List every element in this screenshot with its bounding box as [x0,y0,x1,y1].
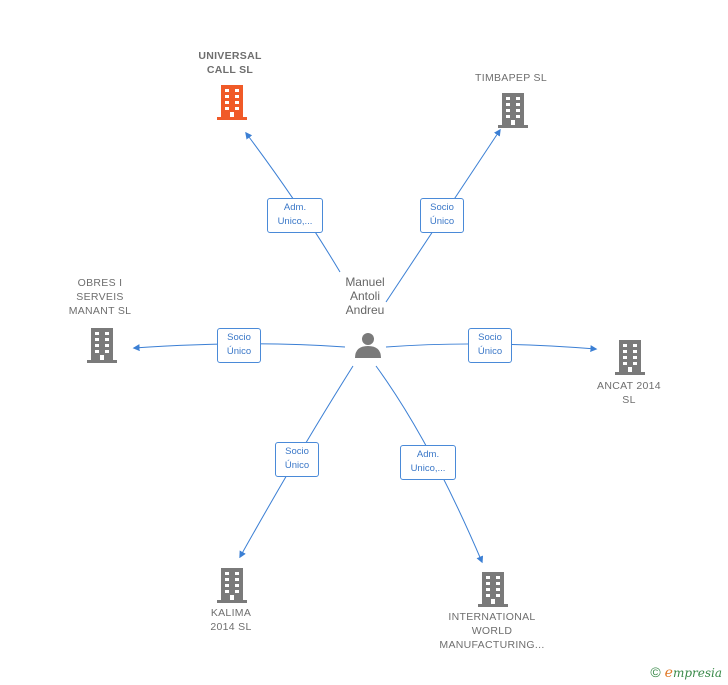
person-icon[interactable] [353,331,383,359]
relation-label-timbapep[interactable]: Socio Único [420,198,464,233]
brand-footer: ©empresia [650,664,722,681]
relation-label-universal[interactable]: Adm. Unico,... [267,198,323,233]
company-name-ancat[interactable]: ANCAT 2014 SL [597,380,661,406]
company-name-timbapep[interactable]: TIMBAPEP SL [475,72,547,84]
building-icon[interactable] [614,339,646,375]
company-name-obres[interactable]: OBRES I SERVEIS MANANT SL [68,277,132,317]
relation-label-kalima[interactable]: Socio Único [275,442,319,477]
relation-label-ancat[interactable]: Socio Único [468,328,512,363]
company-name-universal[interactable]: UNIVERSAL CALL SL [198,50,262,76]
building-icon[interactable] [216,84,248,120]
person-name[interactable]: Manuel Antoli Andreu [345,275,385,317]
brand-logo-text: mpresia [672,666,722,680]
building-icon[interactable] [477,571,509,607]
relation-label-international[interactable]: Adm. Unico,... [400,445,456,480]
building-icon[interactable] [216,567,248,603]
building-icon[interactable] [497,92,529,128]
brand-logo-initial: e [664,665,673,681]
copyright-symbol: © [650,664,661,680]
building-icon[interactable] [86,327,118,363]
company-name-international[interactable]: INTERNATIONAL WORLD MANUFACTURING... [439,611,545,651]
relation-label-obres[interactable]: Socio Único [217,328,261,363]
company-name-kalima[interactable]: KALIMA 2014 SL [210,607,252,633]
